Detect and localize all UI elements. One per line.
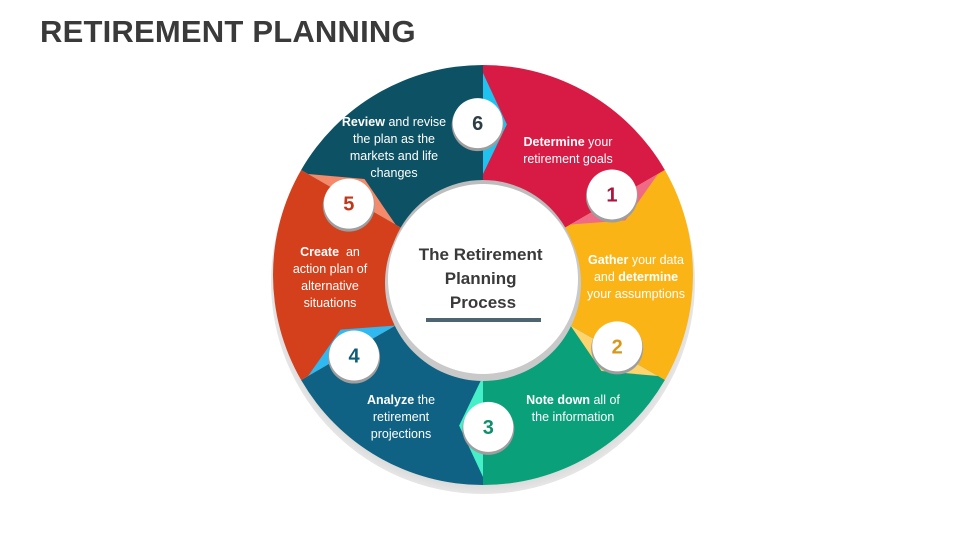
step-text-run: retirement: [373, 410, 430, 424]
segment-arrow-2: [570, 325, 658, 376]
step-1-line-1: Determine your: [524, 135, 613, 149]
step-text-run: Gather: [588, 253, 628, 267]
center-line-3: Process: [450, 293, 516, 312]
step-text-run: Analyze: [367, 393, 414, 407]
step-text-run: Note down: [526, 393, 590, 407]
badge-1: [586, 169, 637, 220]
step-5-line-1: Create an: [300, 245, 360, 259]
step-6-line-4: changes: [370, 166, 417, 180]
segment-5: [273, 170, 401, 380]
badge-number-2: 2: [612, 336, 623, 358]
badge-number-5: 5: [343, 194, 354, 216]
step-6-line-2: the plan as the: [353, 132, 435, 146]
center-underline: [426, 318, 541, 322]
step-2-line-3: your assumptions: [587, 287, 685, 301]
badge-number-1: 1: [606, 184, 617, 206]
step-text-run: an: [339, 245, 360, 259]
step-text-1: Determine your retirement goals: [523, 135, 613, 166]
step-4-line-3: projections: [371, 427, 431, 441]
step-text-run: determine: [618, 270, 678, 284]
number-badges: 1 2 3 4 5 6: [322, 98, 644, 455]
segment-2: [565, 170, 693, 380]
center-circle: [388, 184, 578, 374]
step-text-run: the plan as the: [353, 132, 435, 146]
badge-6: [452, 98, 503, 149]
step-text-4: Analyze the retirement projections: [367, 393, 435, 441]
step-text-run: action plan of: [293, 262, 368, 276]
step-5-line-2: action plan of: [293, 262, 368, 276]
step-6-line-1: Review and revise: [342, 115, 446, 129]
step-text-2: Gather your data and determine your assump…: [587, 253, 685, 301]
step-5-line-4: situations: [304, 296, 357, 310]
step-text-run: your: [585, 135, 613, 149]
step-3-line-2: the information: [532, 410, 615, 424]
step-text-run: projections: [371, 427, 431, 441]
step-text-run: retirement goals: [523, 152, 613, 166]
step-4-line-1: Analyze the: [367, 393, 435, 407]
step-text-run: your assumptions: [587, 287, 685, 301]
step-text-run: and revise: [385, 115, 446, 129]
step-text-run: all of: [590, 393, 620, 407]
step-text-run: Create: [300, 245, 339, 259]
badge-2: [592, 321, 643, 372]
step-5-line-3: alternative: [301, 279, 359, 293]
badge-number-6: 6: [472, 113, 483, 135]
step-6-line-3: markets and life: [350, 149, 438, 163]
step-text-run: changes: [370, 166, 417, 180]
step-text-6: Review and revise the plan as the markets …: [342, 115, 446, 180]
step-text-run: situations: [304, 296, 357, 310]
badge-5: [323, 178, 374, 229]
step-text-run: alternative: [301, 279, 359, 293]
step-1-line-2: retirement goals: [523, 152, 613, 166]
badge-4: [329, 330, 380, 381]
step-text-run: the: [414, 393, 435, 407]
step-text-run: Determine: [524, 135, 585, 149]
step-text-run: Review: [342, 115, 385, 129]
badge-number-3: 3: [483, 417, 494, 439]
center-title: The Retirement Planning Process: [419, 245, 547, 312]
step-text-run: the information: [532, 410, 615, 424]
step-text-run: and: [594, 270, 618, 284]
center-line-1: The Retirement: [419, 245, 543, 264]
step-2-line-1: Gather your data: [588, 253, 684, 267]
badge-number-4: 4: [349, 346, 361, 368]
center-line-2: Planning: [445, 269, 517, 288]
badge-3: [463, 401, 514, 452]
step-2-line-2: and determine: [594, 270, 678, 284]
step-4-line-2: retirement: [373, 410, 430, 424]
step-3-line-1: Note down all of: [526, 393, 620, 407]
step-text-5: Create an action plan of alternative situat…: [293, 245, 368, 310]
step-text-run: markets and life: [350, 149, 438, 163]
step-text-run: your data: [628, 253, 684, 267]
step-text-3: Note down all of the information: [526, 393, 620, 424]
page-title: RETIREMENT PLANNING: [40, 14, 416, 49]
